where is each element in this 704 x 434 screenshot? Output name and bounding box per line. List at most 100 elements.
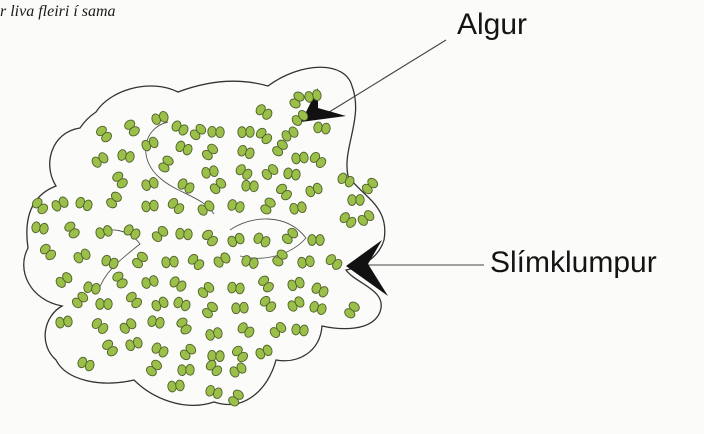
algae-cell [226,232,245,248]
algae-cell [145,358,164,378]
algae-cell [227,282,244,294]
algae-cell [175,228,192,240]
algae-cell [205,384,224,399]
algae-cell [308,235,324,246]
algae-cell [90,151,110,169]
algae-cell [150,341,170,358]
algae-cell [288,90,306,110]
algae-cell [123,118,141,138]
algae-cell [208,350,225,361]
algae-cell [196,199,216,217]
algae-cell [101,338,119,358]
algae-cell [117,149,136,163]
algae-cell [324,253,344,271]
algae-cell [90,317,110,336]
algae-cell [151,110,170,125]
algae-cell [280,226,299,245]
algae-cell [76,356,95,372]
algae-cell [186,253,205,272]
algae-cell [236,144,255,160]
algae-cell [167,380,185,393]
algae-cell [174,140,193,157]
algae-cell [283,167,301,180]
algae-cell [54,271,74,289]
algae-cell [258,294,277,313]
algae-cell [291,152,309,165]
algae-cell [228,361,248,378]
algae-cell [275,182,294,202]
algae-cell [118,317,138,335]
algae-cell [30,196,49,215]
algae-cell [141,200,158,212]
algae-cell [309,300,328,315]
algae-cell [343,300,361,320]
algae-cell [96,298,113,309]
algae-cell [268,321,288,340]
arrowhead-slime [346,240,388,296]
algae-cell [291,324,309,337]
algae-cell [188,122,207,141]
algae-cell [83,281,101,295]
algae-cell [286,276,305,292]
algae-cell [172,296,191,312]
algae-cell [176,177,196,195]
algae-cell [74,196,93,212]
algae-cell [166,197,185,216]
algae-cell [161,256,178,268]
algae-cell [178,364,195,376]
algae-cell [201,228,220,248]
algae-cell [38,242,57,261]
algae-cell [50,195,70,212]
algae-cell [157,154,175,174]
algae-cell [313,122,331,135]
algae-cell [150,225,169,244]
algae-cell [304,182,323,198]
algae-cell [227,199,246,214]
algae-cell [147,315,165,329]
algae-cell [234,163,254,181]
algae-cell [72,248,91,265]
algae-cell [356,209,376,227]
algae-cell [297,255,315,268]
algae-cell [122,223,142,241]
algae-cell [259,196,277,216]
algae-cell [201,300,220,320]
algae-cell [241,180,258,192]
algae-cell [100,254,119,270]
algae-cell [168,275,188,293]
pointer-line-algae [326,40,446,114]
algae-cell [286,295,306,313]
algae-cell [208,126,225,138]
algae-cell [140,136,159,152]
algae-cell [241,255,260,270]
algae-cell [348,194,365,205]
algae-cell [170,119,190,136]
algae-cells [30,89,379,408]
algae-cell [201,165,219,179]
algae-cell [131,250,150,270]
algae-cell [95,225,114,240]
algae-cell [208,176,227,195]
algae-cell [111,270,129,290]
algae-cell [238,126,255,137]
algae-cell [105,190,123,210]
algae-cell [150,296,169,313]
algae-cell [63,220,81,240]
algae-cell [236,321,256,339]
algae-cell [95,124,114,144]
algae-cell [125,290,144,309]
algae-cell [257,274,275,294]
algae-cell [254,103,274,121]
algae-cell [196,281,215,300]
algae-cell [254,126,273,145]
algae-cell [336,172,355,189]
algae-cell [111,170,129,190]
algae-cell [231,302,248,314]
algae-cell [141,275,160,290]
algae-cell [31,221,49,234]
algae-cell [175,316,193,336]
algae-cell [231,344,250,363]
algae-cell [141,176,160,191]
